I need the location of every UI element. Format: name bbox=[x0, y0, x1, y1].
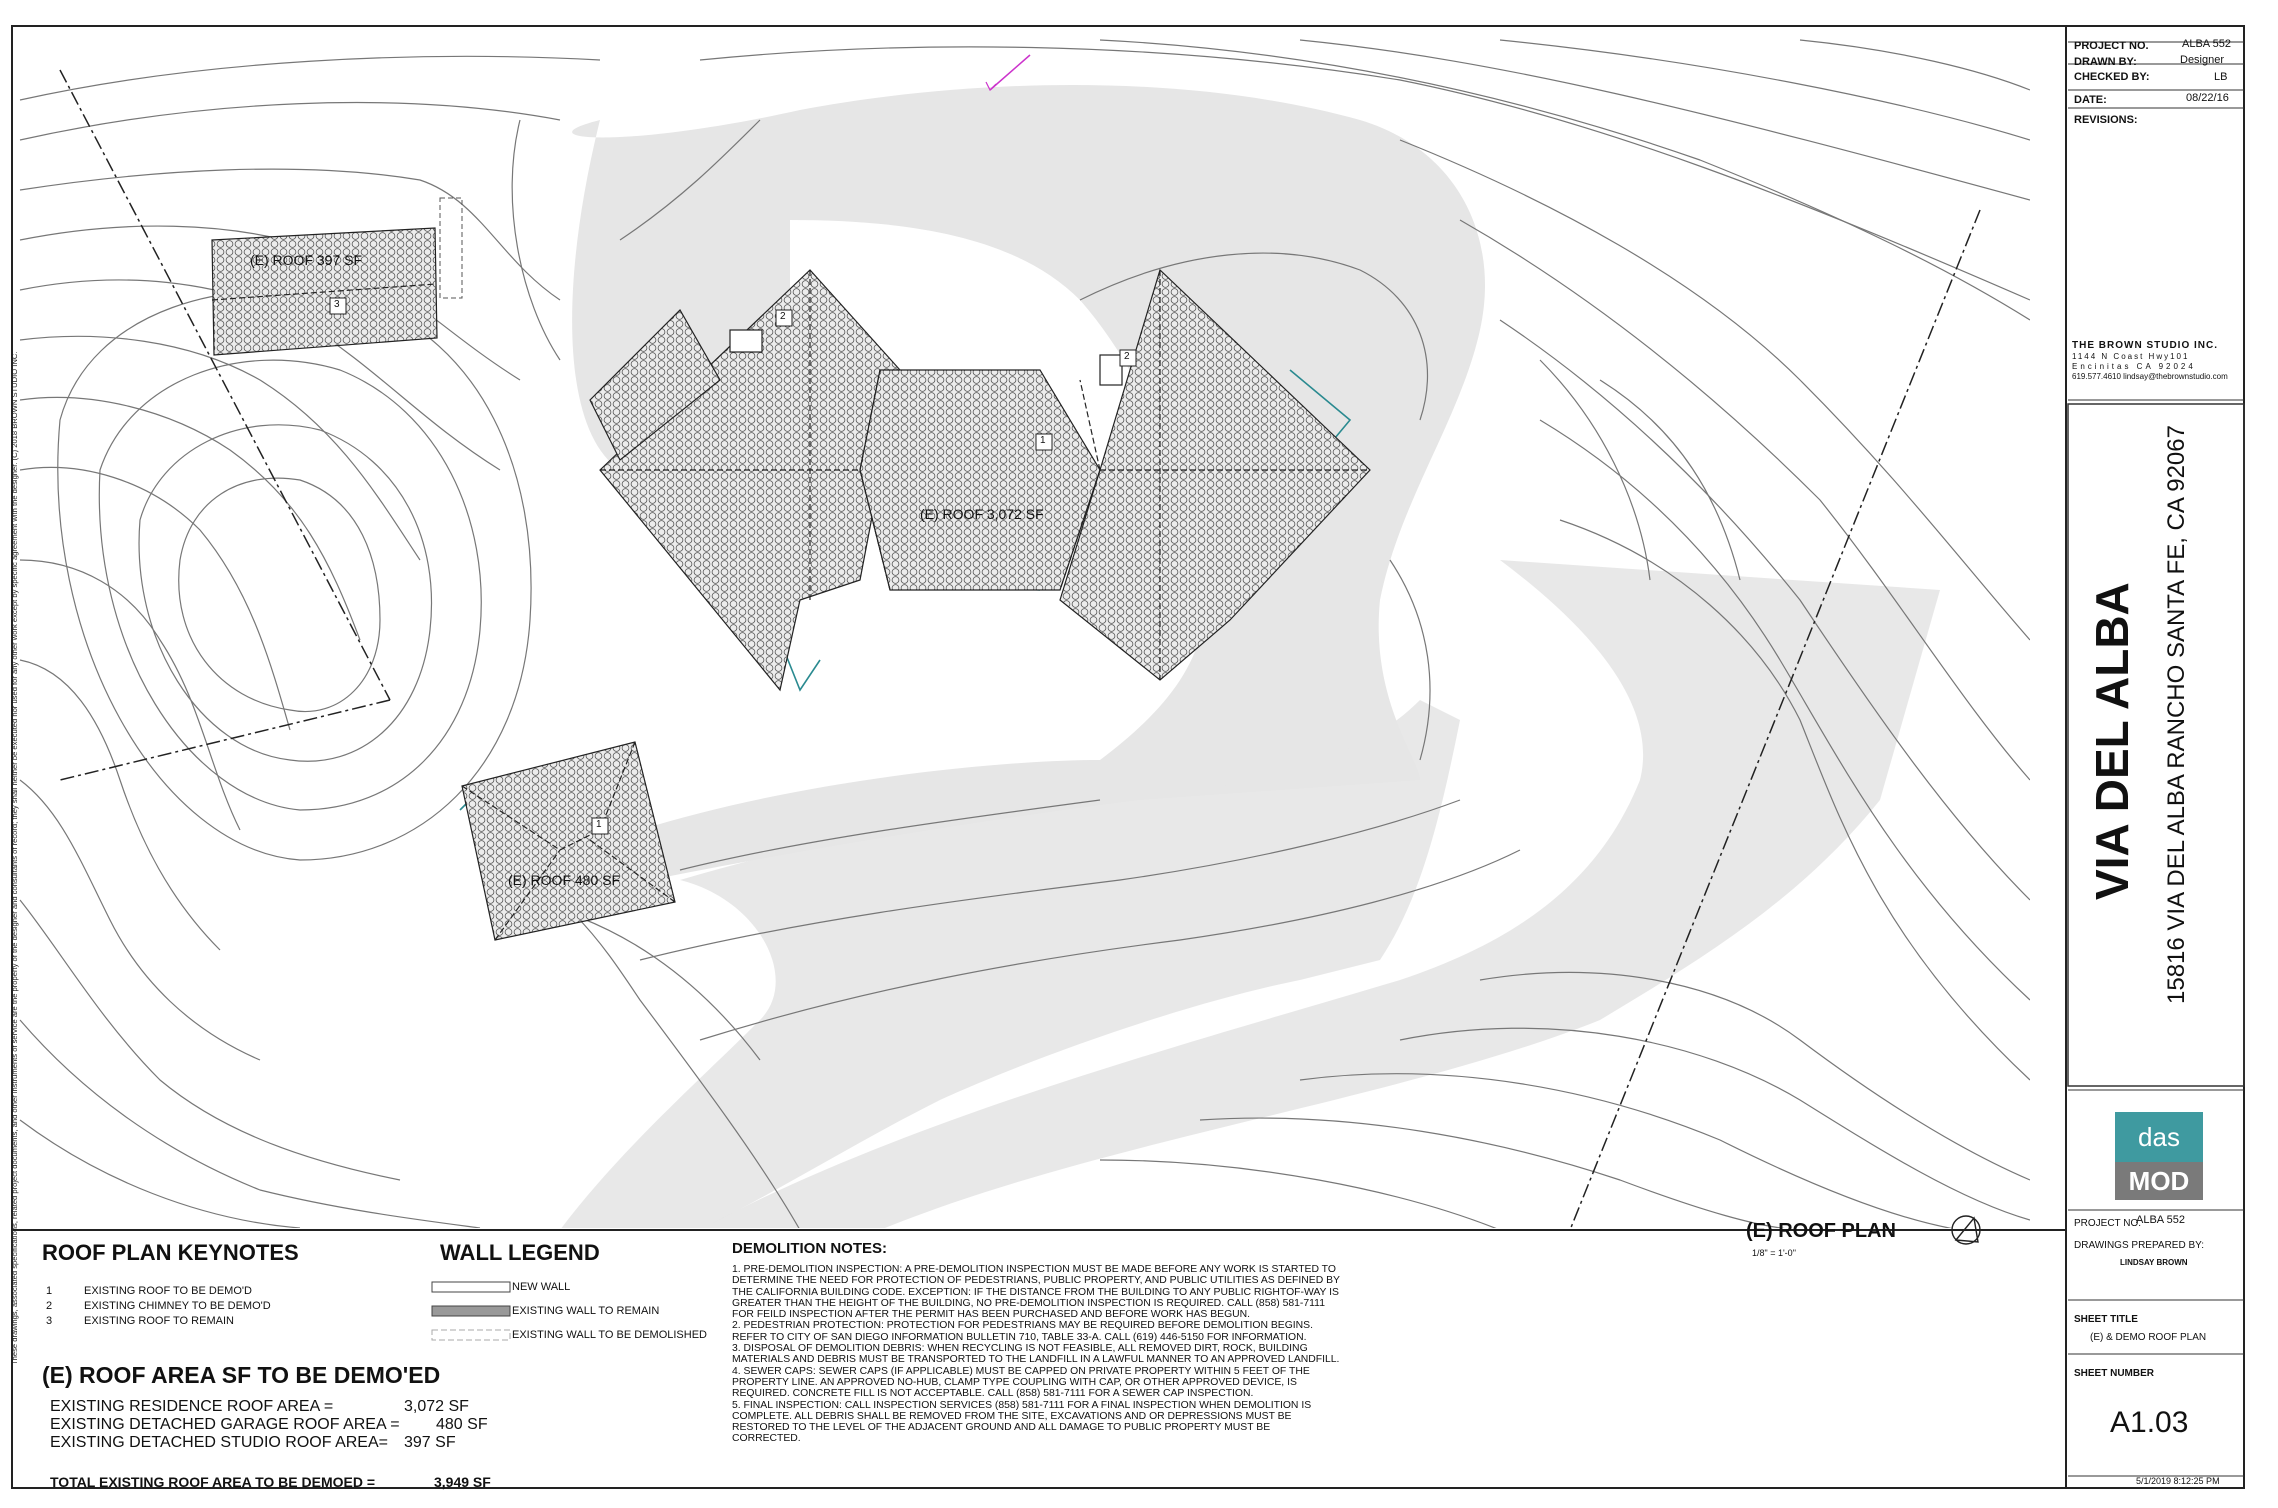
garage-roof bbox=[461, 741, 676, 941]
logo-top: das bbox=[2115, 1112, 2203, 1162]
keynote-num: 2 bbox=[46, 1300, 53, 1312]
legal-note: These drawings, associated specification… bbox=[10, 351, 19, 1365]
plan-title: (E) ROOF PLAN bbox=[1746, 1220, 1896, 1242]
checked-by-label: CHECKED BY: bbox=[2074, 71, 2150, 83]
tag-label: 2 bbox=[780, 311, 786, 322]
north-arrow-icon bbox=[1951, 1215, 1981, 1245]
legend-wall-remain: EXISTING WALL TO REMAIN bbox=[512, 1305, 660, 1317]
firm-name: THE BROWN STUDIO INC. bbox=[2072, 340, 2218, 351]
tag-label: 3 bbox=[334, 299, 340, 310]
sheet-title-label: SHEET TITLE bbox=[2074, 1314, 2138, 1325]
keynote-text: EXISTING CHIMNEY TO BE DEMO'D bbox=[84, 1300, 271, 1312]
legend-new-wall: NEW WALL bbox=[512, 1281, 571, 1293]
drawn-by: Designer bbox=[2180, 54, 2225, 66]
wall-legend-title: WALL LEGEND bbox=[440, 1240, 600, 1265]
drawn-by-label: DRAWN BY: bbox=[2074, 56, 2137, 68]
project-no-2-label: PROJECT NO. bbox=[2074, 1218, 2142, 1229]
print-stamp: 5/1/2019 8:12:25 PM bbox=[2136, 1476, 2220, 1486]
date-label: DATE: bbox=[2074, 94, 2107, 106]
sheet-number: A1.03 bbox=[2110, 1406, 2189, 1439]
keynote-num: 1 bbox=[46, 1285, 53, 1297]
demo-note-line: 3. DISPOSAL OF DEMOLITION DEBRIS: WHEN R… bbox=[732, 1343, 1308, 1355]
property-line-west bbox=[59, 69, 391, 701]
keynote-text: EXISTING ROOF TO BE DEMO'D bbox=[84, 1285, 252, 1297]
demo-note-line: REQUIRED. CONCRETE FILL IS NOT ACCEPTABL… bbox=[732, 1388, 1254, 1400]
driveway-loop bbox=[572, 85, 1485, 880]
total-roof-area-label: TOTAL EXISTING ROOF AREA TO BE DEMOED = bbox=[50, 1474, 376, 1490]
firm-contact: 619.577.4610 lindsay@thebrownstudio.com bbox=[2072, 372, 2228, 381]
property-line-east bbox=[1569, 209, 1981, 1228]
main-house-roof bbox=[589, 268, 1371, 692]
tag-label: 1 bbox=[596, 819, 602, 830]
project-address: 15816 VIA DEL ALBA RANCHO SANTA FE, CA 9… bbox=[2163, 425, 2190, 1004]
total-roof-area-value: 3,949 SF bbox=[434, 1474, 491, 1490]
roof-label-main: (E) ROOF 3,072 SF bbox=[920, 506, 1044, 522]
prepared-by-label: DRAWINGS PREPARED BY: bbox=[2074, 1240, 2205, 1251]
logo: das MOD bbox=[2115, 1112, 2203, 1200]
demo-notes-body: 1. PRE-DEMOLITION INSPECTION: A PRE-DEMO… bbox=[732, 1264, 1392, 1445]
roof-area-label: EXISTING DETACHED STUDIO ROOF AREA= bbox=[50, 1434, 388, 1451]
checked-by: LB bbox=[2214, 71, 2228, 83]
demo-note-line: GREATER THAN THE HEIGHT OF THE BUILDING,… bbox=[732, 1297, 1325, 1309]
demo-note-line: 2. PEDESTRIAN PROTECTION: PROTECTION FOR… bbox=[732, 1320, 1313, 1332]
demo-note-line: RESTORED TO THE LEVEL OF THE ADJACENT GR… bbox=[732, 1422, 1271, 1434]
roof-area-value: 3,072 SF bbox=[404, 1398, 469, 1415]
project-no: ALBA 552 bbox=[2182, 38, 2231, 50]
date: 08/22/16 bbox=[2186, 92, 2229, 104]
demo-note-line: CORRECTED. bbox=[732, 1433, 801, 1445]
demo-note-line: PROPERTY LINE. AN APPROVED NO-HUB, CLAMP… bbox=[732, 1376, 1297, 1388]
demo-note-line: THE CALIFORNIA BUILDING CODE. EXCEPTION:… bbox=[732, 1286, 1339, 1298]
demo-note-line: DETERMINE THE NEED FOR PROTECTION OF PED… bbox=[732, 1275, 1340, 1287]
roof-label-garage: (E) ROOF 480 SF bbox=[508, 872, 621, 888]
demo-note-line: FOR FEILD INSPECTION AFTER THE PERMIT HA… bbox=[732, 1309, 1251, 1321]
driveway-strip bbox=[703, 560, 1940, 1228]
keynote-text: EXISTING ROOF TO REMAIN bbox=[84, 1315, 234, 1327]
legend-wall-demolish: EXISTING WALL TO BE DEMOLISHED bbox=[512, 1329, 707, 1341]
project-no-2: ALBA 552 bbox=[2136, 1214, 2185, 1226]
keynotes-title: ROOF PLAN KEYNOTES bbox=[42, 1240, 299, 1265]
project-name: VIA DEL ALBA bbox=[2086, 582, 2138, 900]
plan-scale: 1/8" = 1'-0" bbox=[1752, 1248, 1796, 1258]
roof-area-label: EXISTING RESIDENCE ROOF AREA = bbox=[50, 1398, 334, 1415]
revisions-label: REVISIONS: bbox=[2074, 114, 2138, 126]
demo-note-line: COMPLETE. ALL DEBRIS SHALL BE REMOVED FR… bbox=[732, 1410, 1292, 1422]
roof-label-studio: (E) ROOF 397 SF bbox=[250, 252, 363, 268]
sheet-number-label: SHEET NUMBER bbox=[2074, 1368, 2155, 1379]
keynote-num: 3 bbox=[46, 1315, 53, 1327]
firm-address-1: 1144 N Coast Hwy101 bbox=[2072, 352, 2190, 361]
roof-area-title: (E) ROOF AREA SF TO BE DEMO'ED bbox=[42, 1362, 441, 1388]
demo-notes-title: DEMOLITION NOTES: bbox=[732, 1240, 887, 1257]
roof-area-value: 480 SF bbox=[436, 1416, 488, 1433]
demo-note-line: 1. PRE-DEMOLITION INSPECTION: A PRE-DEMO… bbox=[732, 1264, 1336, 1275]
driveway-lower bbox=[561, 700, 1460, 1228]
firm-address-2: Encinitas CA 92024 bbox=[2072, 362, 2196, 371]
roof-area-value: 397 SF bbox=[404, 1434, 456, 1451]
roof-area-label: EXISTING DETACHED GARAGE ROOF AREA = bbox=[50, 1416, 400, 1433]
demo-note-line: 5. FINAL INSPECTION: CALL INSPECTION SER… bbox=[732, 1399, 1312, 1411]
studio-roof bbox=[211, 197, 463, 356]
demo-note-line: REFER TO CITY OF SAN DIEGO INFORMATION B… bbox=[732, 1331, 1307, 1343]
logo-bottom: MOD bbox=[2115, 1162, 2203, 1200]
tag-label: 2 bbox=[1124, 351, 1130, 362]
demo-note-line: MATERIALS AND DEBRIS MUST BE TRANSPORTED… bbox=[732, 1354, 1340, 1366]
project-no-label: PROJECT NO. bbox=[2074, 40, 2149, 52]
tag-label: 1 bbox=[1040, 435, 1046, 446]
sheet-title: (E) & DEMO ROOF PLAN bbox=[2090, 1332, 2207, 1343]
prepared-by: LINDSAY BROWN bbox=[2120, 1258, 2188, 1267]
demo-note-line: 4. SEWER CAPS: SEWER CAPS (IF APPLICABLE… bbox=[732, 1365, 1310, 1377]
property-line-marker bbox=[989, 54, 1031, 91]
